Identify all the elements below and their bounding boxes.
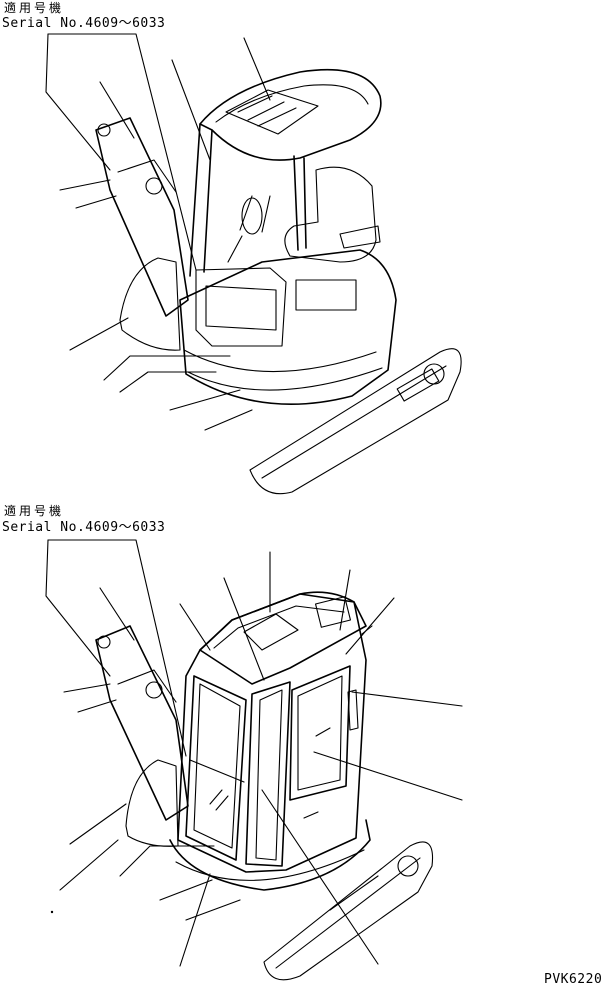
top-control-levers — [227, 195, 271, 263]
bottom-track-slot — [329, 875, 379, 911]
bottom-leader-rear-b — [345, 597, 395, 655]
bottom-boom-cylinder-pin — [145, 681, 163, 699]
top-track-right — [249, 348, 462, 495]
bottom-track-right-inner — [275, 857, 421, 969]
bottom-center-pillar — [245, 681, 291, 867]
bottom-leader-boom — [99, 587, 135, 641]
bottom-door-window-frame — [289, 665, 351, 801]
bottom-cab-shell — [177, 591, 367, 873]
top-applicability-label: 適用号機 — [4, 1, 65, 15]
top-track-right-inner — [261, 365, 447, 479]
bottom-leader-front-window — [179, 603, 211, 651]
top-canopy-roof-inner — [215, 84, 369, 123]
top-excavator-drawing — [45, 33, 462, 495]
bottom-leader-track — [59, 839, 119, 891]
bottom-excavator-drawing — [45, 539, 463, 981]
top-body-belt — [183, 349, 377, 373]
bottom-leader-door-window — [313, 751, 463, 801]
top-body-belt-lower — [187, 367, 383, 391]
bottom-cab-roof-edge — [213, 605, 345, 649]
bottom-front-window-glass — [193, 683, 241, 849]
bottom-track-idler — [397, 855, 419, 877]
top-boom-bracket — [117, 159, 177, 193]
top-boom-cylinder-pin — [145, 177, 163, 195]
top-track-left — [103, 355, 231, 381]
top-bracket-line-right — [47, 33, 197, 271]
top-floor-mat — [205, 285, 277, 331]
top-roof-window — [225, 89, 319, 135]
bottom-leader-roof-b — [223, 577, 265, 681]
top-track-left-shoes — [169, 389, 253, 431]
bottom-body-belt — [175, 849, 365, 881]
bottom-door-window-glass — [297, 675, 343, 791]
top-track-left-inner — [119, 371, 217, 393]
top-bracket-line-left — [45, 33, 111, 171]
bottom-front-window-frame — [185, 675, 247, 861]
top-leader-frame — [69, 317, 129, 351]
bottom-roof-vent — [314, 596, 352, 628]
bottom-boom-pin — [97, 635, 111, 649]
top-canopy-pillar-rear — [293, 155, 307, 251]
top-serial-label: Serial No.4609～6033 — [2, 16, 166, 31]
bottom-bracket-line-right — [47, 539, 187, 757]
top-track-slot — [396, 368, 440, 402]
top-upper-body — [179, 249, 397, 406]
top-operator-seat — [284, 166, 377, 263]
top-leader-roof — [243, 37, 271, 101]
bottom-door-window-glare — [315, 727, 331, 737]
top-counterweight — [119, 257, 181, 351]
bottom-stray-dot — [50, 910, 54, 914]
top-leader-pillar — [171, 59, 211, 161]
bottom-boom-hoses — [63, 683, 117, 713]
bottom-center-pillar-glass — [255, 689, 283, 861]
bottom-door-handle — [303, 811, 319, 819]
bottom-bracket-line-left — [45, 539, 111, 677]
bottom-applicability-label: 適用号機 — [4, 504, 65, 518]
top-roof-window-grille — [237, 95, 297, 127]
top-floor-frame — [195, 267, 287, 347]
bottom-leader-frame — [69, 803, 127, 845]
top-control-grip — [241, 197, 263, 235]
top-track-idler — [423, 363, 445, 385]
bottom-front-window-split — [189, 759, 245, 783]
top-seat-armrest — [339, 225, 381, 249]
top-boom-hoses — [59, 179, 117, 209]
bottom-track-left — [119, 845, 215, 877]
bottom-serial-label: Serial No.4609～6033 — [2, 520, 166, 535]
bottom-roof-window — [243, 613, 299, 651]
top-leader-boom — [99, 81, 135, 139]
top-boom-pin — [97, 123, 111, 137]
bottom-track-left-shoes — [159, 879, 241, 921]
top-boom — [95, 117, 189, 317]
bottom-boom-bracket — [117, 669, 177, 703]
bottom-leader-front-lower — [179, 873, 211, 967]
bottom-boom — [95, 625, 189, 821]
bottom-antenna — [361, 625, 373, 635]
bottom-track-right — [263, 841, 434, 981]
top-canopy-roof — [199, 68, 382, 161]
bottom-front-window-glare — [209, 789, 229, 811]
top-canopy-pillar-front — [189, 123, 213, 277]
figure-code: PVK6220 — [544, 972, 603, 987]
bottom-counterweight — [125, 759, 179, 847]
top-console-box — [295, 279, 357, 311]
bottom-side-pillar — [347, 689, 359, 731]
bottom-leader-side-pillar — [351, 691, 463, 707]
bottom-cab-roof — [199, 593, 367, 685]
bottom-upper-body — [169, 819, 371, 891]
